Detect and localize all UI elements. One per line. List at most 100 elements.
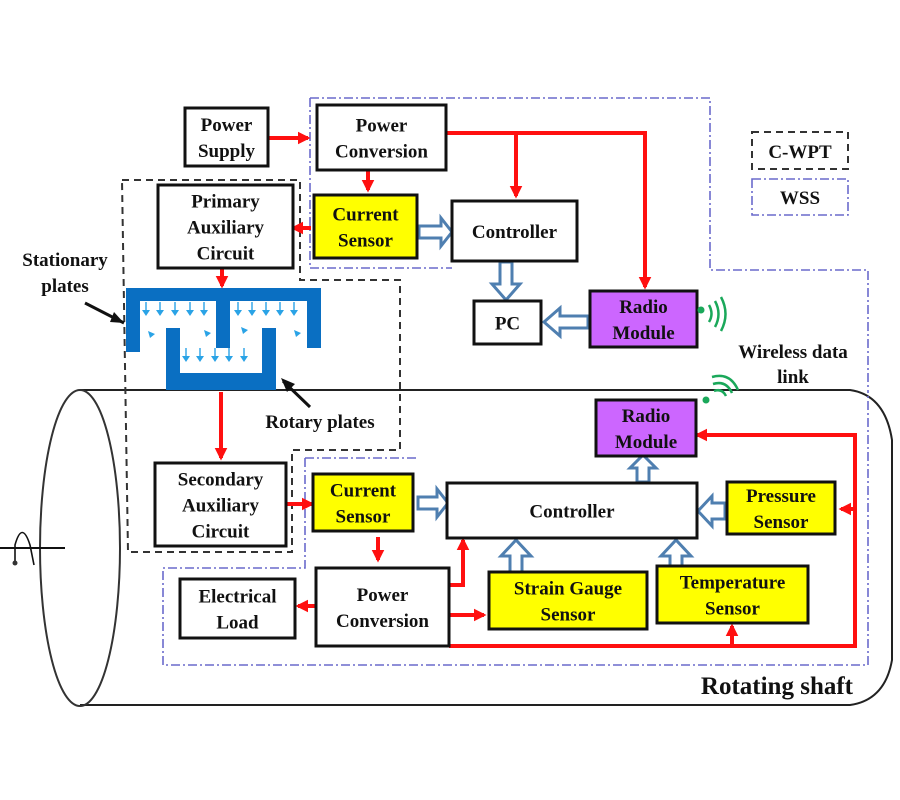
controller-top-label-line1: Controller	[472, 222, 558, 243]
stationary-plates-label-line2: plates	[41, 276, 89, 297]
legend-wss-label: WSS	[780, 188, 820, 209]
data-arrow-strain-to-controller	[497, 537, 535, 574]
wireless-link-label-line1: Wireless data	[738, 342, 848, 363]
data-arrow-sensor-to-controller-bottom	[416, 484, 450, 522]
power-conversion-top-label-line1: Power	[356, 116, 408, 137]
current-sensor-bottom-box	[311, 472, 415, 533]
pressure-sensor-label-line2: Sensor	[754, 512, 809, 533]
wss-region-top	[309, 97, 869, 390]
legend-cwpt-label: C-WPT	[768, 142, 832, 163]
radio-top-box	[588, 289, 699, 349]
rotation-arrow-tip	[12, 560, 18, 566]
controller-bottom-box	[445, 481, 699, 540]
temperature-sensor-label-line2: Sensor	[705, 599, 760, 620]
pressure-sensor-label-line1: Pressure	[746, 486, 816, 507]
data-arrow-radio-to-pc	[541, 304, 590, 340]
radio-top-label-line2: Module	[612, 323, 674, 344]
secondary-aux-box	[153, 461, 288, 548]
current-sensor-bottom-label-line1: Current	[330, 481, 397, 502]
current-sensor-bottom-label-line2: Sensor	[336, 507, 391, 528]
radio-top-label-line1: Radio	[619, 297, 668, 318]
pc-block: PC	[472, 299, 543, 346]
strain-gauge-box	[487, 570, 649, 631]
data-arrows	[416, 213, 727, 574]
field-arrow	[200, 302, 208, 316]
field-arrow	[276, 302, 284, 316]
pc-label-line1: PC	[495, 314, 520, 335]
legend-wss-box	[751, 178, 849, 216]
pc-box	[472, 299, 543, 346]
coupling-plates	[126, 288, 321, 390]
power-supply-box	[183, 106, 270, 168]
rotary-plates	[166, 328, 276, 390]
field-arrow	[186, 302, 194, 316]
stationary-plates-label-line1: Stationary	[22, 250, 108, 271]
field-arrow	[234, 302, 242, 316]
field-arrow	[196, 348, 204, 362]
controller-bottom-block: Controller	[445, 481, 699, 540]
radio-bottom-label-line2: Module	[615, 432, 677, 453]
wireless-signal-icon-bottom	[702, 374, 740, 404]
field-arrow	[211, 348, 219, 362]
wireless-signal-icon-top	[697, 296, 727, 332]
secondary-aux-label-line1: Secondary	[178, 470, 264, 491]
rotating-shaft	[0, 389, 893, 707]
field-arrow	[156, 302, 164, 316]
temperature-sensor-label-line1: Temperature	[680, 573, 786, 594]
field-arrow	[171, 302, 179, 316]
wss-region-bottom	[162, 390, 869, 666]
legend-cwpt-box	[751, 131, 849, 170]
current-sensor-top-box	[312, 193, 419, 260]
wireless-link-label-line2: link	[777, 367, 809, 388]
data-arrow-temperature-to-controller	[657, 537, 695, 568]
current-sensor-top-label-line2: Sensor	[338, 231, 393, 252]
electrical-load-label-line1: Electrical	[198, 587, 276, 608]
data-arrow-controller-to-pc	[488, 260, 524, 303]
temperature-sensor-box	[655, 564, 810, 625]
conversion-to-radio	[446, 131, 652, 290]
electrical-load-label-line2: Load	[216, 613, 259, 634]
data-arrow-pressure-to-controller	[695, 492, 727, 530]
electrical-load-box	[178, 577, 297, 640]
field-arrow	[294, 330, 301, 337]
strain-gauge-label-line1: Strain Gauge	[514, 579, 622, 600]
field-arrow	[241, 327, 248, 334]
primary-aux-label-line1: Primary	[191, 192, 260, 213]
field-arrow	[240, 348, 248, 362]
secondary-aux-label-line2: Auxiliary	[182, 496, 260, 517]
field-arrow	[142, 302, 150, 316]
power-supply-label-line1: Power	[201, 115, 253, 136]
power-conversion-bottom-label-line2: Conversion	[336, 611, 429, 632]
legend: C-WPT WSS	[751, 131, 849, 216]
radio-bottom-label-line1: Radio	[622, 406, 671, 427]
rotary-plates-pointer-head	[281, 378, 295, 392]
controller-top-block: Controller	[450, 199, 579, 263]
data-arrow-sensor-to-controller	[417, 213, 454, 251]
field-arrow	[148, 331, 155, 338]
radio-bottom-box	[594, 398, 698, 458]
field-arrow	[204, 330, 211, 337]
power-conversion-top-label-line2: Conversion	[335, 142, 428, 163]
power-supply-label-line2: Supply	[198, 141, 256, 162]
cwpt-region	[120, 179, 401, 553]
field-arrow	[182, 348, 190, 362]
rotating-shaft-label: Rotating shaft	[701, 673, 854, 700]
power-lines	[214, 131, 857, 648]
primary-aux-box	[156, 183, 295, 270]
rotary-plates-label: Rotary plates	[265, 412, 374, 433]
electric-field-arrows	[142, 302, 301, 362]
current-sensor-top-label-line1: Current	[332, 205, 399, 226]
field-arrow	[262, 302, 270, 316]
